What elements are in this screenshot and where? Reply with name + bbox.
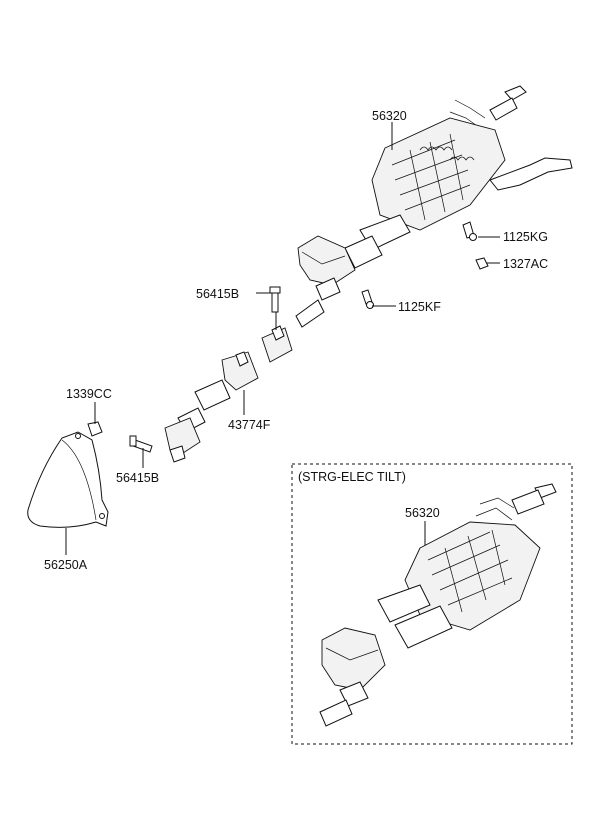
- column-cover-56250a: [27, 431, 109, 528]
- label-1327ac: 1327AC: [503, 257, 548, 271]
- label-1125kf: 1125KF: [398, 300, 441, 314]
- bolt-56415b-upper: [271, 291, 279, 313]
- leader-lines: [65, 122, 500, 555]
- label-56415b-upper: 56415B: [196, 287, 239, 301]
- label-56250a: 56250A: [44, 558, 88, 572]
- label-1339cc: 1339CC: [66, 387, 112, 401]
- nut-1327ac: [475, 257, 489, 270]
- inset-box: (STRG-ELEC TILT) 56320: [291, 463, 573, 745]
- label-56415b-lower: 56415B: [116, 471, 159, 485]
- label-43774f: 43774F: [228, 418, 271, 432]
- inset-title: (STRG-ELEC TILT): [298, 470, 406, 484]
- clip-1339cc: [87, 421, 103, 437]
- label-1125kg: 1125KG: [503, 230, 548, 244]
- steering-column-elec-tilt: [319, 483, 557, 727]
- hardware: [87, 221, 489, 453]
- label-56320: 56320: [372, 109, 407, 123]
- steering-column-assembly: [164, 85, 573, 463]
- label-56320-inset: 56320: [405, 506, 440, 520]
